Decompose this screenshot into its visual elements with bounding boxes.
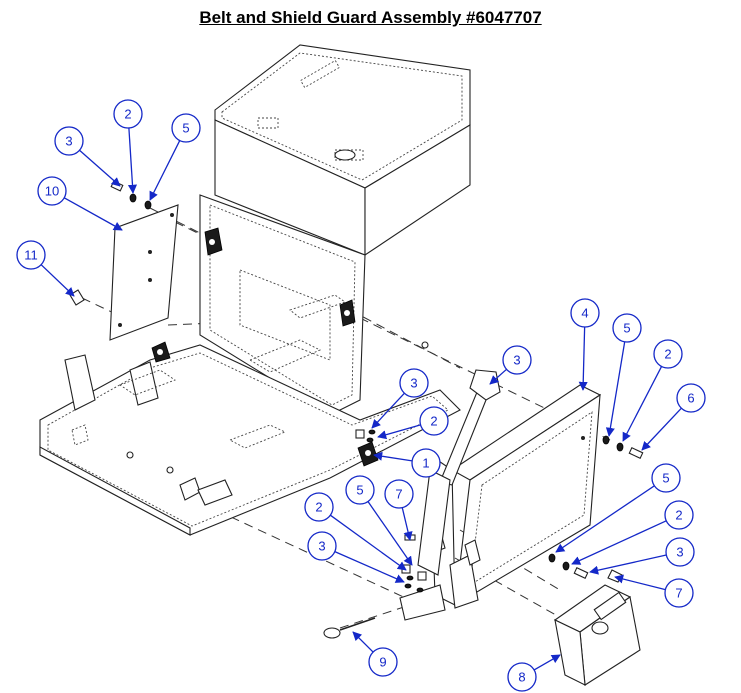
- callout-number: 5: [182, 121, 189, 136]
- callout-number: 2: [124, 107, 131, 122]
- callout-leader: [614, 574, 666, 591]
- callout-leader: [555, 485, 655, 553]
- callout-leader: [571, 520, 667, 565]
- callout-leader: [641, 407, 682, 451]
- callout-circle: [664, 500, 694, 530]
- callout-circle: [570, 298, 600, 328]
- callout-leader: [533, 654, 561, 671]
- callout-circle: [113, 99, 143, 129]
- callout-leader: [329, 514, 407, 571]
- callout-leader: [371, 392, 405, 429]
- lower-support-bracket: [399, 469, 481, 621]
- callout-leader: [79, 149, 121, 187]
- callout-number: 8: [518, 670, 525, 685]
- callout-number: 9: [379, 655, 386, 670]
- tensioner-block: [553, 584, 641, 686]
- callout-leader: [578, 326, 588, 391]
- callout-number: 3: [65, 134, 72, 149]
- callout-number: 7: [395, 487, 402, 502]
- callout-circle: [37, 176, 67, 206]
- callout-number: 2: [430, 414, 437, 429]
- callout-number: 10: [45, 184, 59, 199]
- callout-circle: [307, 531, 337, 561]
- callout-circle: [653, 339, 683, 369]
- callout-leader: [401, 507, 413, 541]
- callout-number: 2: [675, 508, 682, 523]
- callout-circle: [171, 113, 201, 143]
- callouts: 2 5 3 10 11 4 5 2 6 3 3 2 1 7 5 2 3 2 5 3 7 9 8: [16, 99, 706, 692]
- callout-leader: [377, 424, 421, 440]
- callout-leader: [334, 551, 405, 583]
- callout-leader: [622, 366, 663, 442]
- callout-circle: [651, 463, 681, 493]
- callout-leader: [605, 341, 626, 437]
- callout-circle: [502, 345, 532, 375]
- callout-circle: [304, 492, 334, 522]
- callout-circle: [612, 313, 642, 343]
- callout-leader: [40, 264, 75, 297]
- callout-circle: [664, 578, 694, 608]
- machine-frame: [39, 44, 471, 536]
- callout-number: 5: [623, 321, 630, 336]
- callout-circle: [16, 240, 46, 270]
- callout-leader: [489, 368, 507, 385]
- diagram-title: Belt and Shield Guard Assembly #6047707: [199, 8, 542, 27]
- callout-circle: [399, 368, 429, 398]
- callout-number: 7: [675, 586, 682, 601]
- callout-circle: [345, 475, 375, 505]
- callout-circle: [419, 406, 449, 436]
- callout-leader: [63, 197, 123, 231]
- callout-circle: [665, 537, 695, 567]
- callout-circle: [54, 126, 84, 156]
- callout-circle: [411, 448, 441, 478]
- callout-leader: [127, 127, 138, 194]
- callout-leader: [367, 501, 413, 566]
- frame-brackets: [151, 227, 356, 363]
- callout-circle: [384, 479, 414, 509]
- callout-leader: [149, 140, 181, 201]
- callout-number: 5: [356, 483, 363, 498]
- hairpin-clip: [323, 617, 376, 639]
- callout-number: 3: [318, 539, 325, 554]
- callout-number: 11: [24, 248, 38, 263]
- callout-number: 3: [676, 545, 683, 560]
- callout-number: 3: [513, 353, 520, 368]
- callout-leader: [373, 451, 413, 462]
- shield-plate-small: [109, 204, 179, 341]
- callout-number: 6: [687, 391, 694, 406]
- callout-number: 2: [315, 500, 322, 515]
- callout-circle: [507, 662, 537, 692]
- callout-number: 3: [410, 376, 417, 391]
- callout-circle: [676, 383, 706, 413]
- callout-leader: [352, 631, 374, 653]
- callout-number: 4: [581, 306, 588, 321]
- callout-number: 1: [422, 456, 429, 471]
- callout-leader: [589, 554, 667, 575]
- callout-number: 2: [664, 347, 671, 362]
- callout-circle: [368, 647, 398, 677]
- hardware-middle: [355, 429, 379, 467]
- callout-number: 5: [662, 471, 669, 486]
